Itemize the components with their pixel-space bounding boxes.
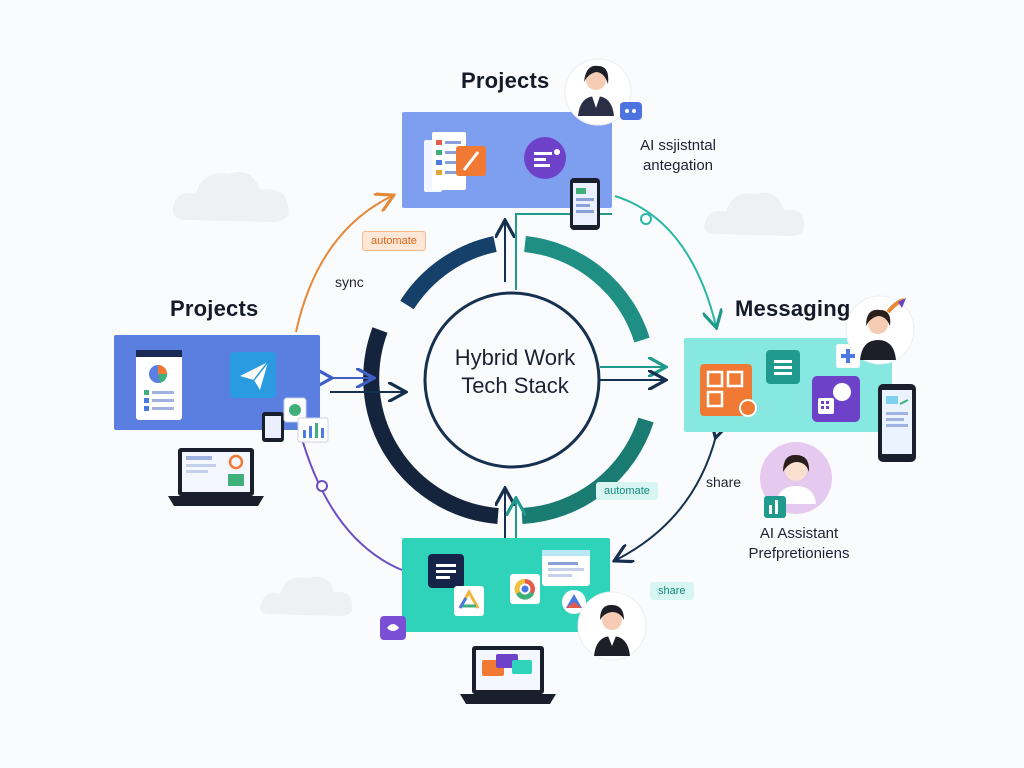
automate-tag: automate [596, 482, 658, 500]
outer-ring-dark-left [363, 327, 499, 524]
drive-icon [562, 590, 586, 614]
ai-integration-line1: AI ssjistntal [640, 137, 716, 154]
avatar-icon [845, 295, 915, 365]
bar-chart-icon [297, 417, 329, 443]
node-title-top: Projects [461, 68, 550, 93]
browser-window-icon [542, 550, 590, 586]
arc-left-to-top-orange [295, 196, 392, 333]
pencil-icon [456, 146, 486, 176]
outer-ring-dark-upper-left [400, 236, 497, 310]
ai-integration-label: AI ssjistntal antegation [632, 136, 724, 176]
list-icon [524, 137, 566, 179]
node-title-left: Projects [170, 296, 259, 321]
ai-assistant-label: AI Assistant Prefpretioniens [744, 524, 854, 564]
phone-icon [570, 178, 600, 230]
grid-icon [700, 364, 757, 417]
share-tag: share [650, 582, 694, 600]
cloud-decoration [168, 160, 298, 235]
avatar-icon [564, 58, 632, 126]
list-icon [766, 350, 800, 384]
drive-icon [454, 586, 484, 616]
calculator-icon [812, 376, 860, 422]
pie-chart-icon [136, 350, 182, 420]
arc-top-to-right-teal [614, 195, 716, 326]
arc-left-to-bottom-purple [299, 431, 403, 571]
bar-chart-icon [764, 496, 786, 518]
node-dot [640, 213, 652, 225]
cloud-decoration [700, 182, 810, 247]
ai-integration-line2: antegation [642, 157, 714, 174]
laptop-icon [168, 448, 264, 506]
paper-plane-icon [230, 352, 276, 398]
chat-bubble-icon [620, 102, 642, 120]
center-label: Hybrid Work Tech Stack [420, 344, 610, 400]
center-label-line1: Hybrid Work [454, 345, 576, 370]
ai-assistant-line2: Prefpretioniens [748, 545, 850, 562]
inner-ring [423, 291, 601, 469]
node-dot [316, 480, 328, 492]
outer-ring-teal-upper-right [524, 236, 650, 343]
chrome-icon [510, 574, 540, 604]
node-title-right: Messaging [735, 296, 851, 321]
share-label: share [706, 474, 742, 490]
phone-icon [262, 412, 284, 442]
document-icon [428, 554, 464, 588]
avatar-icon [577, 591, 647, 661]
arc-right-to-bottom-dark [616, 436, 716, 560]
chat-bubble-icon [380, 616, 406, 640]
sync-label: sync [335, 274, 364, 290]
automate-tag: automate [362, 231, 426, 251]
center-label-line2: Tech Stack [461, 373, 569, 398]
cloud-decoration [256, 566, 356, 627]
ai-assistant-line1: AI Assistant [759, 525, 839, 542]
outer-ring-teal-lower-right [521, 417, 654, 524]
phone-icon [878, 384, 916, 462]
status-icon [283, 397, 307, 423]
laptop-icon [460, 646, 556, 704]
